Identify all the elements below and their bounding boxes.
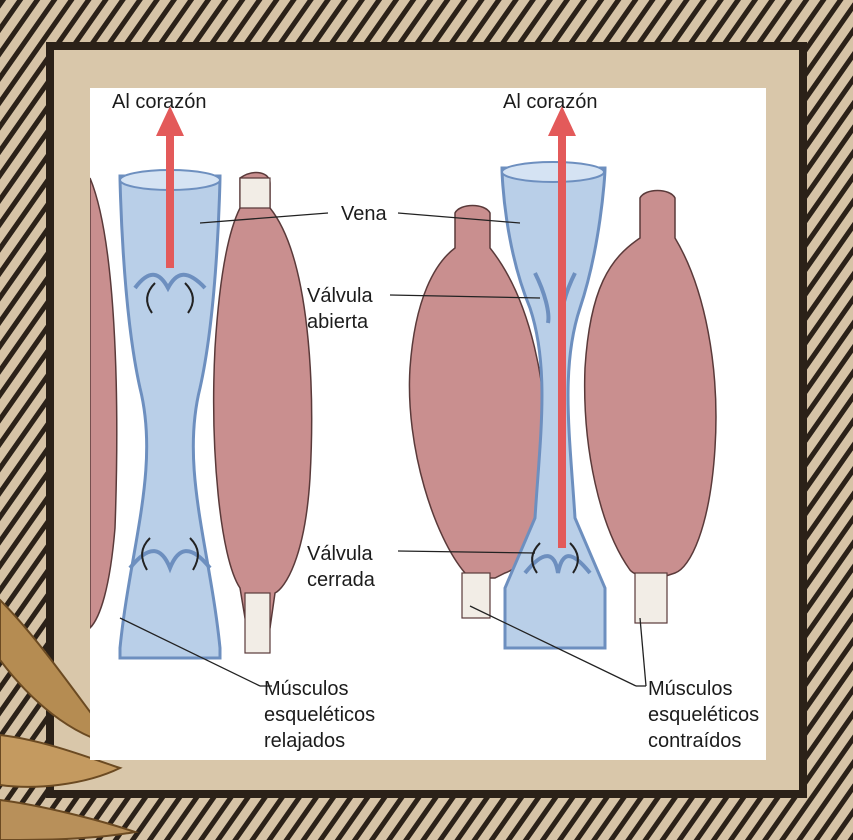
diagram-panel xyxy=(90,88,766,760)
relaxed-muscles-label-line2: esqueléticos xyxy=(264,703,375,727)
contracted-muscles-label-clip: esqueléticos contraídos xyxy=(648,703,766,759)
left-arrow-label: Al corazón xyxy=(112,90,207,114)
venous-pump-diagram xyxy=(90,88,766,760)
contracted-muscles-label-line1: Músculos xyxy=(648,677,732,701)
valve-closed-label-line2: cerrada xyxy=(307,568,375,592)
vein-label: Vena xyxy=(341,202,387,226)
left-muscle-partial xyxy=(90,178,117,628)
left-muscle-relaxed xyxy=(214,173,312,653)
valve-open-label-line2: abierta xyxy=(307,310,368,334)
relaxed-muscles-label-line3: relajados xyxy=(264,729,345,753)
right-muscle-right xyxy=(585,191,716,624)
relaxed-muscles-label-line1: Músculos xyxy=(264,677,348,701)
right-arrow-label: Al corazón xyxy=(503,90,598,114)
contracted-muscles-label-line2: esqueléticos xyxy=(648,703,759,727)
valve-closed-label-line1: Válvula xyxy=(307,542,373,566)
contracted-muscles-label-line3: contraídos xyxy=(648,729,741,753)
valve-open-label-line1: Válvula xyxy=(307,284,373,308)
